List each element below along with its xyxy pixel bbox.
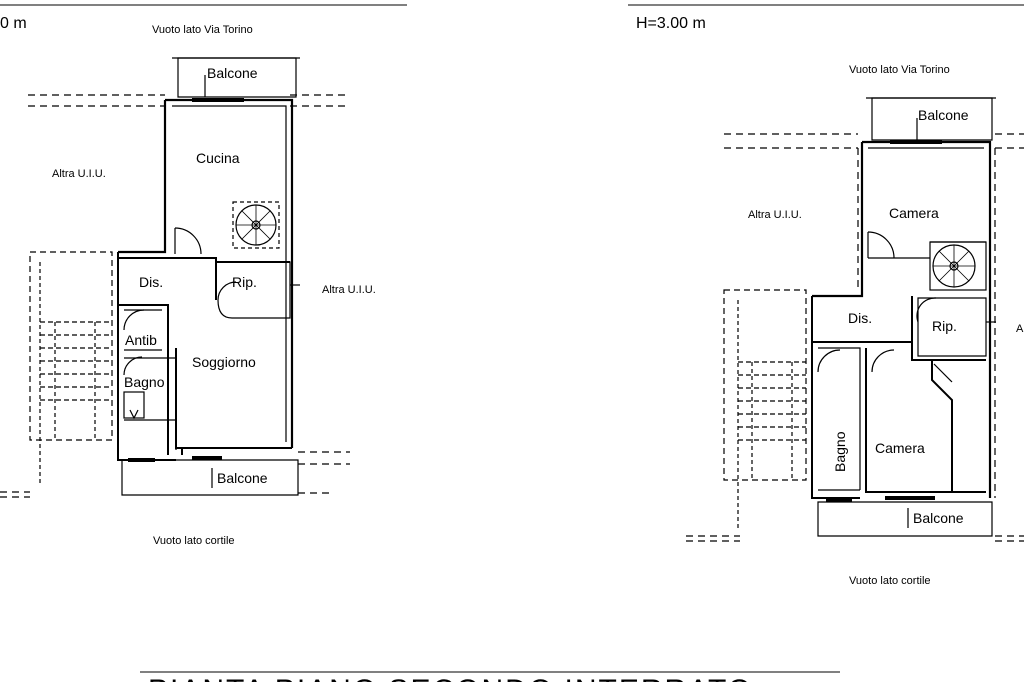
right-room-dis: Dis. bbox=[848, 310, 872, 326]
left-bagno-door-swing bbox=[123, 356, 143, 376]
right-dashed-boundary-bottom bbox=[686, 148, 1024, 542]
left-room-balcone-top: Balcone bbox=[207, 65, 258, 81]
left-room-antib: Antib bbox=[125, 332, 157, 348]
left-dashed-boundary-top bbox=[28, 94, 345, 107]
right-neighbour-stair-box bbox=[723, 289, 807, 481]
left-height-label: 0 m bbox=[0, 15, 27, 32]
left-neighbour-stair-box bbox=[29, 251, 113, 441]
right-neighbour-stair-rails bbox=[737, 300, 793, 530]
right-height-label: H=3.00 m bbox=[636, 15, 706, 32]
right-spiral-stair-box bbox=[929, 241, 987, 291]
right-bagno-door-swing bbox=[817, 349, 841, 373]
left-neighbour-stair-rails bbox=[39, 262, 96, 485]
left-kitchen-inner bbox=[172, 105, 287, 442]
right-room-bagno: Bagno bbox=[832, 431, 848, 472]
right-dashed-boundary-top bbox=[724, 133, 1024, 149]
right-bottom-void-label: Vuoto lato cortile bbox=[849, 575, 931, 587]
right-top-void-label: Vuoto lato Via Torino bbox=[849, 64, 950, 76]
left-top-void-label: Vuoto lato Via Torino bbox=[152, 24, 253, 36]
left-room-rip: Rip. bbox=[232, 274, 257, 290]
right-room-camera-bottom: Camera bbox=[875, 440, 925, 456]
left-bath-walls bbox=[118, 304, 169, 455]
right-balcony-bottom-outline bbox=[817, 501, 993, 537]
left-room-bagno: Bagno bbox=[124, 374, 165, 390]
left-bath-shower bbox=[123, 391, 145, 419]
right-room-camera-top: Camera bbox=[889, 205, 939, 221]
left-neighbour-stair-treads bbox=[40, 321, 112, 401]
right-rip-walls bbox=[917, 297, 987, 357]
right-room-balcone-bottom: Balcone bbox=[913, 510, 964, 526]
right-rip-door-swing bbox=[916, 297, 937, 323]
left-kitchen-door-swing bbox=[174, 227, 202, 255]
left-spiral-steps bbox=[236, 205, 276, 245]
right-room-rip: Rip. bbox=[932, 318, 957, 334]
right-room-balcone-top: Balcone bbox=[918, 107, 969, 123]
right-spiral-steps bbox=[933, 245, 975, 287]
left-dashed-boundary-bottom bbox=[0, 451, 350, 498]
left-spiral-stair-box bbox=[232, 201, 280, 249]
left-room-balcone-bottom: Balcone bbox=[217, 470, 268, 486]
left-plan bbox=[0, 57, 350, 498]
left-neighbor-label-right: Altra U.I.U. bbox=[322, 284, 376, 296]
left-rip-walls bbox=[217, 261, 291, 319]
right-camera-bottom-walls bbox=[865, 348, 986, 493]
right-bagno-walls bbox=[818, 347, 861, 491]
right-neighbor-label-right: A bbox=[1016, 323, 1024, 335]
left-bath-fixture bbox=[129, 409, 139, 420]
right-neighbor-label-left: Altra U.I.U. bbox=[748, 209, 802, 221]
left-room-soggiorno: Soggiorno bbox=[192, 354, 256, 370]
right-camera-bottom-door-swing bbox=[871, 349, 895, 373]
left-neighbor-label-left: Altra U.I.U. bbox=[52, 168, 106, 180]
right-closet-diagonal bbox=[933, 363, 953, 383]
left-balcony-bottom-outline bbox=[121, 459, 299, 496]
left-living-walls bbox=[175, 348, 292, 455]
left-antib-door-swing bbox=[123, 309, 145, 331]
right-plan bbox=[686, 97, 1024, 542]
left-bottom-void-label: Vuoto lato cortile bbox=[153, 535, 235, 547]
left-rip-door-swing bbox=[217, 281, 237, 301]
right-camera-door-swing bbox=[867, 231, 895, 259]
left-room-dis: Dis. bbox=[139, 274, 163, 290]
left-room-cucina: Cucina bbox=[196, 150, 240, 166]
footer-title: PIANTA PIANO SECONDO INTERRATO bbox=[148, 674, 753, 682]
right-neighbour-stair-treads bbox=[738, 361, 806, 441]
